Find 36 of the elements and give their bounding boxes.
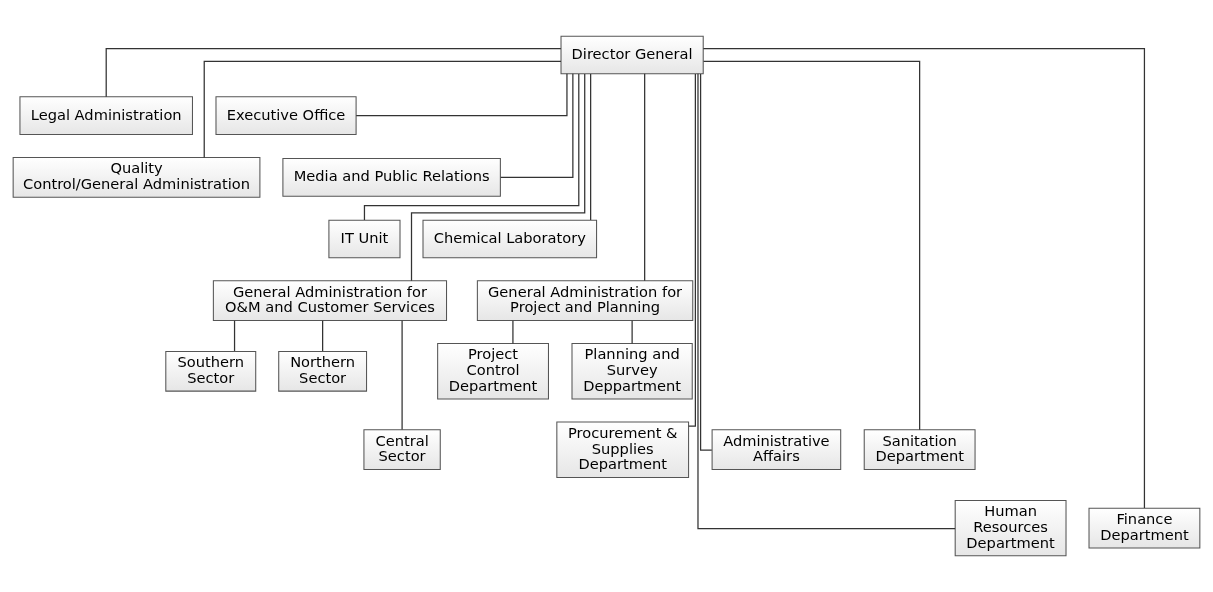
node-box: Central Sector xyxy=(363,429,441,471)
node-box: Executive Office xyxy=(215,96,357,135)
connector xyxy=(688,73,696,427)
node-box: Legal Administration xyxy=(19,96,193,135)
connector xyxy=(699,73,713,451)
node-box: Northern Sector xyxy=(278,350,368,392)
node-box: Project Control Department xyxy=(437,343,549,400)
node-box: Southern Sector xyxy=(165,350,257,392)
node-box: Planning and Survey Deppartment xyxy=(571,343,693,400)
connector xyxy=(644,73,646,282)
node-box: Administrative Affairs xyxy=(711,429,842,471)
connector xyxy=(702,48,1146,509)
connector xyxy=(631,320,633,345)
node-box: Sanitation Department xyxy=(863,429,976,471)
node-box: Finance Department xyxy=(1088,507,1201,549)
connector xyxy=(590,73,592,221)
connector xyxy=(233,320,236,352)
connector xyxy=(322,320,324,352)
connector xyxy=(512,320,514,345)
connector xyxy=(410,73,586,282)
node-box: Media and Public Relations xyxy=(282,158,501,197)
connector xyxy=(105,48,562,98)
node-box: Director General xyxy=(560,35,704,75)
node-box: General Administration for Project and Planning xyxy=(476,280,694,322)
node-box: IT Unit xyxy=(328,219,401,259)
connector xyxy=(355,73,568,117)
connector xyxy=(203,60,562,158)
node-box: Quality Control/General Administration xyxy=(12,156,261,198)
node-box: Human Resources Department xyxy=(954,499,1067,557)
node-box: Chemical Laboratory xyxy=(422,219,598,259)
connector xyxy=(697,73,956,530)
connector xyxy=(401,320,403,431)
connector xyxy=(500,73,574,178)
node-box: General Administration for O&M and Customer Services xyxy=(212,280,448,322)
connector xyxy=(702,60,921,431)
node-box: Procurement & Supplies Department xyxy=(556,421,690,478)
